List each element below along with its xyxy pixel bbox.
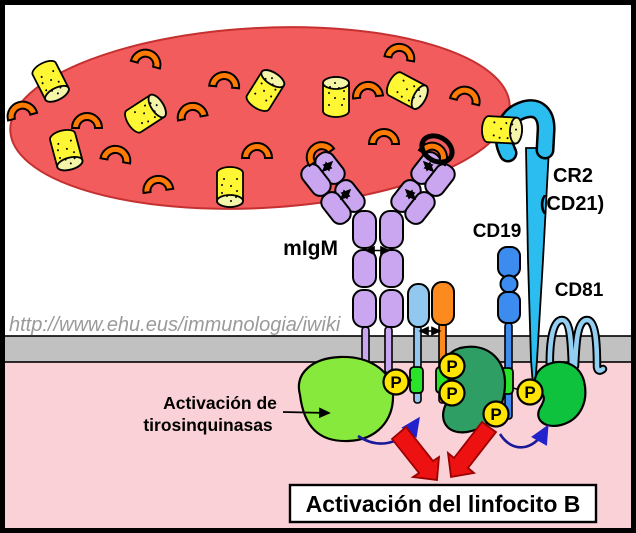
activation-box-label: Activación del linfocito B [306, 491, 581, 517]
igb-domain [431, 281, 455, 326]
cr2-bound-cylinder [480, 114, 524, 145]
kinase-label-line1: Activación de [163, 393, 277, 413]
phospho-circle [438, 352, 466, 380]
phospho-circle [482, 400, 510, 428]
tyrosine-kinase-blob [297, 355, 395, 443]
kinase-label-arrow [282, 407, 331, 419]
pathogen-ellipse [9, 26, 511, 210]
phospho-circle [516, 378, 544, 406]
cd21-label: (CD21) [540, 193, 604, 215]
activation-arrow-red-left [390, 425, 441, 482]
disulfide-bond-arrows [321, 160, 435, 256]
signal-arrow-blue-left [357, 416, 420, 445]
cd19-label: CD19 [473, 221, 522, 242]
phospho-circle [382, 368, 410, 396]
activation-arrow-red-right [446, 420, 498, 479]
kinase-label-line2: tirosinquinasas [143, 415, 273, 435]
phospho-circle [438, 379, 466, 407]
cr2-receptor [480, 99, 556, 400]
cd19-receptor [497, 246, 521, 420]
watermark: http://www.ehu.eus/immunologia/iwiki [9, 314, 341, 336]
activation-box: Activación del linfocito B [288, 483, 598, 524]
signal-arrow-blue-right [498, 424, 549, 449]
cr2-label: CR2 [553, 165, 593, 187]
pathogen [3, 26, 511, 210]
epitope-ring [419, 133, 455, 165]
migm-label: mIgM [283, 237, 338, 260]
iga-domain [407, 283, 430, 328]
cd81-label: CD81 [555, 280, 604, 301]
